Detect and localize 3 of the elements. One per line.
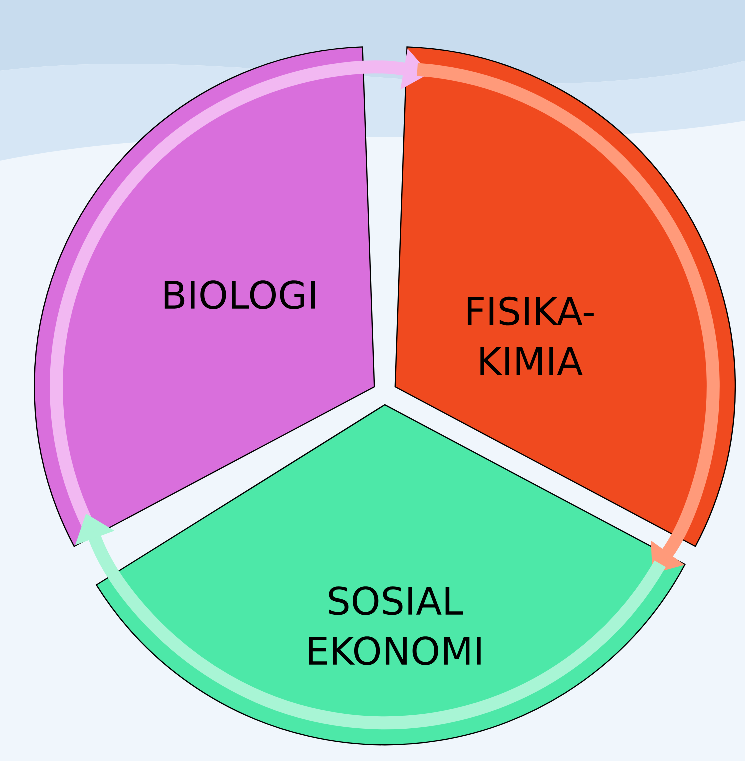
segment-label: BIOLOGI — [164, 280, 316, 310]
segment-label: FISIKA- KIMIA — [468, 296, 594, 376]
segment-label: SOSIAL EKONOMI — [309, 586, 481, 666]
